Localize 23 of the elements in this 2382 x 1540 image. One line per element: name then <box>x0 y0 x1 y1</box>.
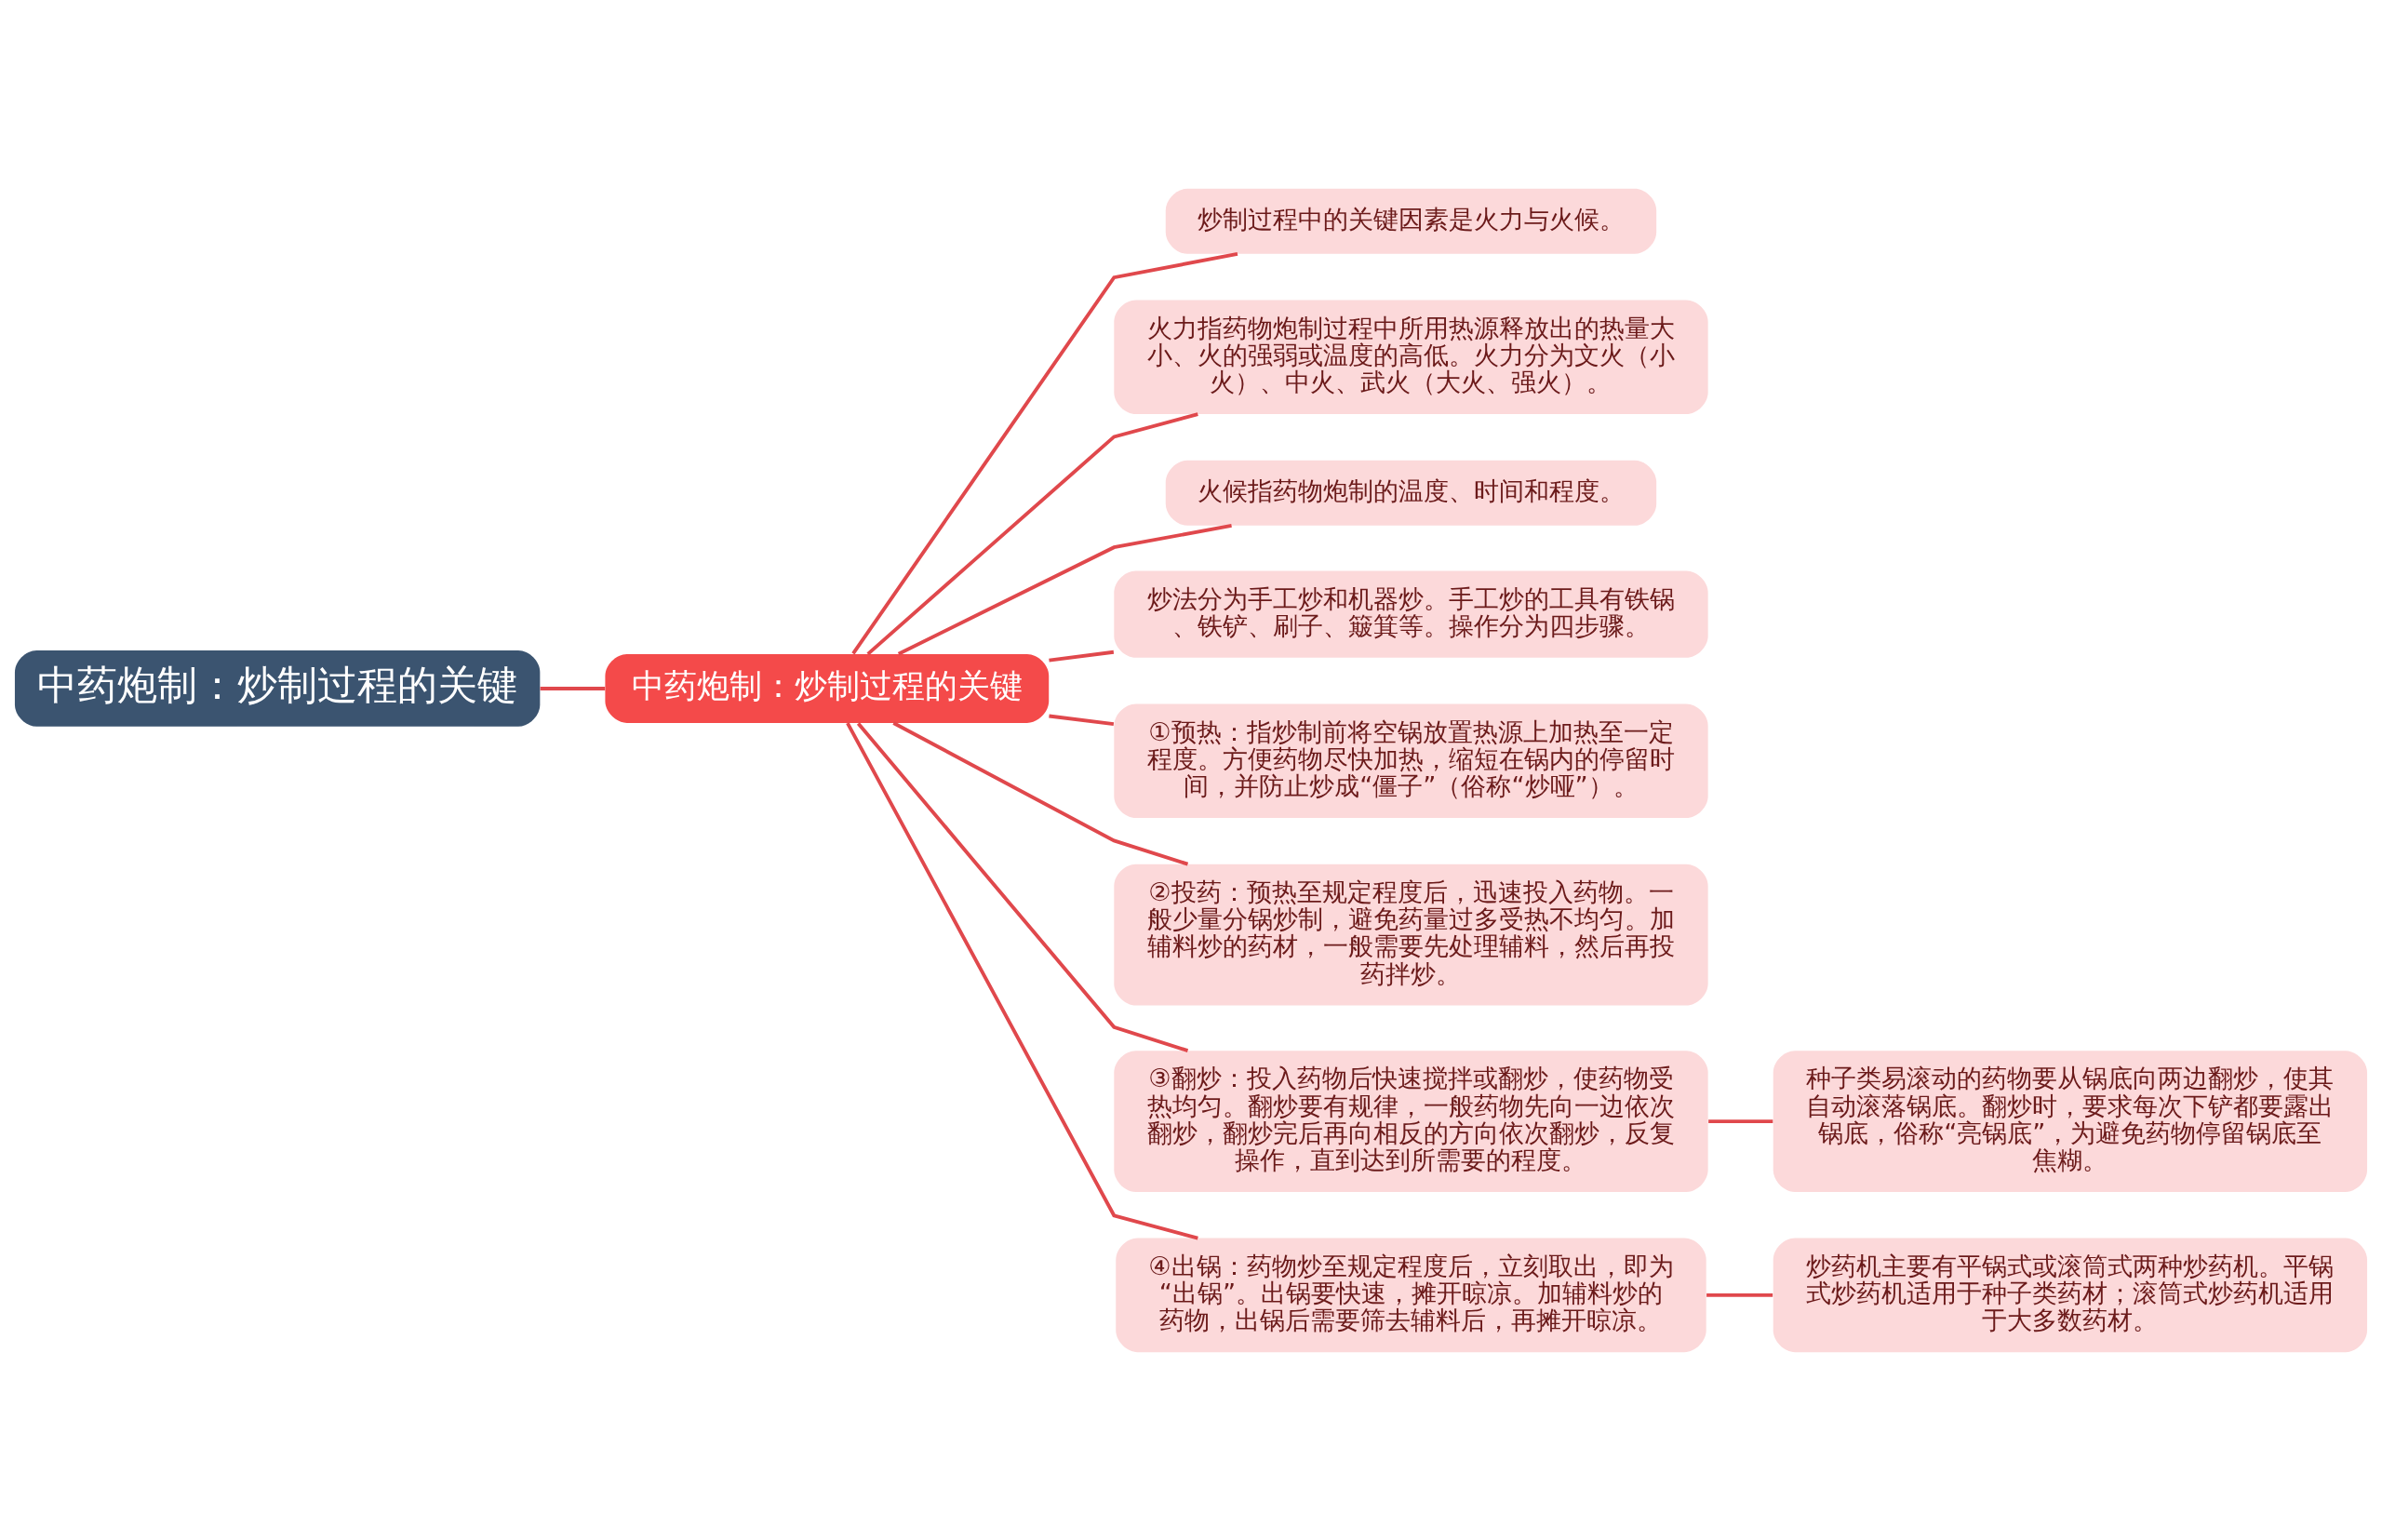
node-box: 炒法分为手工炒和机器炒。手工炒的工具有铁锅、铁铲、刷子、簸箕等。操作分为四步骤。 <box>1114 569 1708 658</box>
connector <box>540 686 606 690</box>
connector <box>1706 1292 1773 1297</box>
node-box: 种子类易滚动的药物要从锅底向两边翻炒，使其自动滚落锅底。翻炒时，要求每次下铲都要露出锅底，俗称“亮锅底”，为避免药物停留锅底至焦糊。 <box>1773 1050 2368 1192</box>
connector <box>856 721 1189 1052</box>
node-box: 中药炮制：炒制过程的关键 <box>14 649 541 727</box>
connector <box>897 523 1232 656</box>
node-box: 炒药机主要有平锅式或滚筒式两种炒药机。平锅式炒药机适用于种子类药材；滚筒式炒药机适用于大多数药材。 <box>1773 1238 2368 1352</box>
connector <box>851 251 1238 654</box>
connector <box>866 411 1198 655</box>
node-box: 火候指药物炮制的温度、时间和程度。 <box>1165 460 1657 526</box>
connector <box>1049 649 1115 663</box>
connector <box>1049 714 1115 726</box>
node-box: ③翻炒：投入药物后快速搅拌或翻炒，使药物受热均匀。翻炒要有规律，一般药物先向一边依次翻炒，翻炒完后再向相反的方向依次翻炒，反复操作，直到达到所需要的程度。 <box>1114 1050 1708 1192</box>
node-box: ②投药：预热至规定程度后，迅速投入药物。一般少量分锅炒制，避免药量过多受热不均匀。加辅料炒的药材，一般需要先处理辅料，然后再投药拌炒。 <box>1114 864 1708 1005</box>
connector <box>846 721 1198 1239</box>
connector <box>1708 1118 1773 1123</box>
node-box: 火力指药物炮制过程中所用热源释放出的热量大小、火的强弱或温度的高低。火力分为文火（小火）、中火、武火（大火、强火）。 <box>1114 300 1708 414</box>
node-box: ①预热：指炒制前将空锅放置热源上加热至一定程度。方便药物尽快加热，缩短在锅内的停留时间，并防止炒成“僵子”（俗称“炒哑”）。 <box>1114 703 1708 818</box>
connector <box>892 720 1189 866</box>
node-box: 炒制过程中的关键因素是火力与火候。 <box>1165 188 1657 254</box>
node-box: ④出锅：药物炒至规定程度后，立刻取出，即为“出锅”。出锅要快速，摊开晾凉。加辅料炒的药物，出锅后需要筛去辅料后，再摊开晾凉。 <box>1116 1238 1706 1352</box>
node-box: 中药炮制：炒制过程的关键 <box>605 653 1050 723</box>
